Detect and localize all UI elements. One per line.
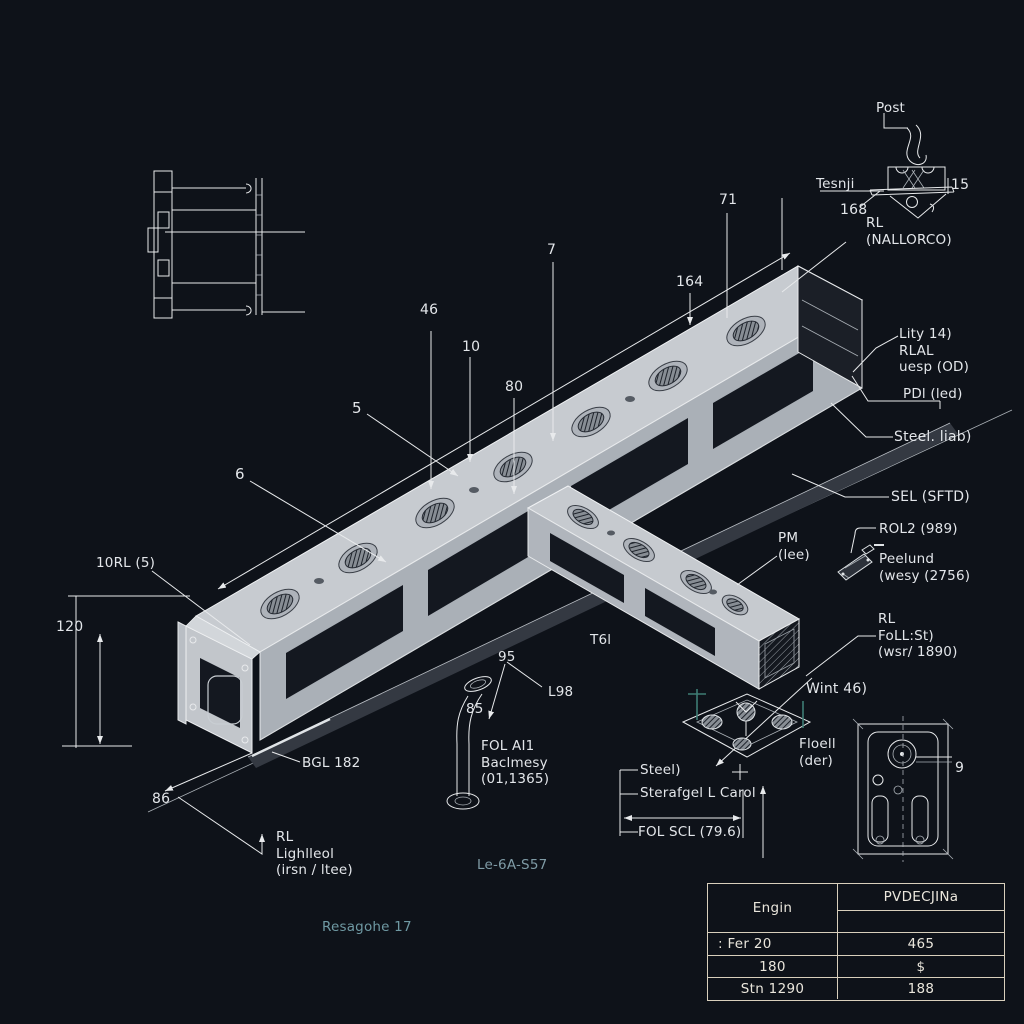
plate-detail bbox=[681, 689, 812, 758]
label-t6l: T6l bbox=[590, 632, 612, 648]
label-wint: Wint 46) bbox=[806, 681, 868, 697]
table-cell-dollar: $ bbox=[838, 955, 1004, 977]
callout-10: 10 bbox=[462, 339, 481, 355]
table-cell-empty bbox=[838, 911, 1004, 932]
label-steel-liab: Steel. liab) bbox=[894, 429, 972, 445]
callout-9: 9 bbox=[955, 760, 965, 776]
label-fol-scl: FOL SCL (79.6) bbox=[638, 824, 742, 840]
label-le6a: Le-6A-S57 bbox=[477, 857, 548, 873]
dim-168: 168 bbox=[840, 202, 868, 218]
callout-164: 164 bbox=[676, 274, 704, 290]
label-rl-nallorco: RL (NALLORCO) bbox=[866, 215, 952, 248]
callout-5: 5 bbox=[352, 399, 362, 417]
label-sterafgel: Sterafgel L Carol bbox=[640, 785, 756, 801]
table-cell-pvdecjina: PVDECJINa bbox=[838, 884, 1004, 911]
dim-15: 15 bbox=[951, 177, 970, 193]
table-cell-465: 465 bbox=[838, 932, 1004, 955]
label-peelund: Peelund (wesy (2756) bbox=[879, 551, 971, 584]
dim-120: 120 bbox=[56, 619, 84, 635]
callout-80: 80 bbox=[505, 379, 524, 395]
end-view-drawing bbox=[147, 170, 305, 319]
dim-95: 95 bbox=[498, 649, 516, 665]
table-cell-engin: Engin bbox=[708, 884, 838, 932]
label-tesnji: Tesnji bbox=[816, 176, 855, 192]
label-lity-block: Lity 14) RLAL uesp (OD) bbox=[899, 326, 970, 376]
clip-detail bbox=[837, 544, 884, 581]
table-cell-stn1290: Stn 1290 bbox=[708, 977, 838, 999]
table-cell-fer20: : Fer 20 bbox=[708, 932, 838, 955]
label-rol2: ROL2 (989) bbox=[879, 521, 958, 537]
dimension-lines bbox=[62, 198, 791, 858]
dim-l98: L98 bbox=[548, 684, 574, 700]
table-cell-180: 180 bbox=[708, 955, 838, 977]
label-bgl: BGL 182 bbox=[302, 755, 361, 771]
label-pdl: PDl (led) bbox=[903, 386, 963, 402]
dim-86: 86 bbox=[152, 791, 171, 807]
callout-46: 46 bbox=[420, 302, 439, 318]
label-post: Post bbox=[876, 100, 906, 116]
label-rl-light: RL Lighlleol (irsn / ltee) bbox=[276, 829, 353, 879]
dim-85: 85 bbox=[466, 701, 484, 717]
title-block-table: Engin PVDECJINa : Fer 20 465 180 $ Stn 1… bbox=[707, 883, 1005, 1001]
label-pm-lee: PM (lee) bbox=[778, 530, 810, 563]
label-floell: Floell (der) bbox=[799, 736, 836, 769]
baseplate-detail bbox=[852, 716, 954, 862]
post-detail-drawing bbox=[781, 113, 955, 293]
label-10rl: 10RL (5) bbox=[96, 555, 156, 571]
callout-6: 6 bbox=[235, 465, 245, 483]
label-sel-sftd: SEL (SFTD) bbox=[891, 489, 970, 505]
label-fol-a11: FOL AI1 Baclmesy (01,1365) bbox=[481, 738, 550, 788]
label-rl-fll: RL FoLL:St) (wsr/ 1890) bbox=[878, 611, 958, 661]
pipe-detail bbox=[446, 676, 492, 810]
callout-71: 71 bbox=[719, 192, 738, 208]
label-resagohe: Resagohe 17 bbox=[322, 919, 412, 935]
leader-lines bbox=[177, 335, 941, 855]
table-cell-188: 188 bbox=[838, 977, 1004, 999]
callout-7: 7 bbox=[547, 242, 557, 258]
label-steel: Steel) bbox=[640, 762, 681, 778]
